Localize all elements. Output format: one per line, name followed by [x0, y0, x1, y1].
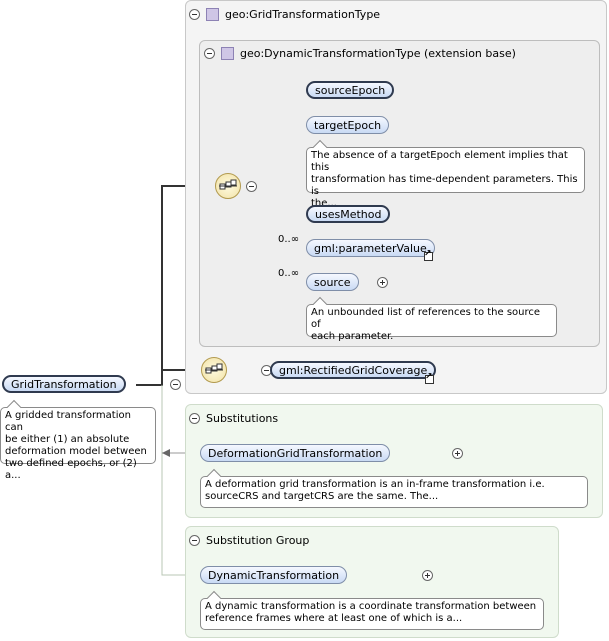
substitution-group-label: Substitution Group — [206, 534, 310, 547]
dynamic-transformation-documentation: A dynamic transformation is a coordinate… — [200, 590, 544, 630]
root-documentation: A gridded transformation can be either (… — [0, 399, 156, 481]
element-source-epoch[interactable]: sourceEpoch — [306, 81, 395, 99]
dynamic-transformation-type-label: geo:DynamicTransformationType (extension… — [240, 47, 516, 60]
collapse-icon[interactable] — [204, 48, 215, 59]
complex-type-icon — [221, 47, 234, 60]
expand-icon[interactable] — [376, 277, 388, 288]
sequence-compositor-icon[interactable] — [201, 357, 227, 383]
element-rectified-grid-coverage[interactable]: gml:RectifiedGridCoverage — [270, 361, 437, 379]
parameter-value-occurrence: 0..∞ — [278, 234, 300, 245]
collapse-icon[interactable] — [246, 181, 257, 192]
grid-transformation-type-header: geo:GridTransformationType — [189, 8, 380, 21]
grid-transformation-type-label: geo:GridTransformationType — [225, 8, 381, 21]
collapse-icon[interactable] — [189, 535, 200, 546]
element-dynamic-transformation[interactable]: DynamicTransformation — [200, 566, 348, 584]
expand-icon[interactable] — [421, 570, 433, 581]
substitution-group-header: Substitution Group — [189, 534, 309, 547]
reference-link-icon[interactable] — [425, 372, 434, 384]
target-epoch-documentation: The absence of a targetEpoch element imp… — [306, 139, 585, 209]
element-uses-method[interactable]: usesMethod — [306, 205, 391, 223]
collapse-icon[interactable] — [169, 379, 181, 390]
source-documentation: An unbounded list of references to the s… — [306, 296, 557, 342]
sequence-compositor-icon[interactable] — [215, 173, 241, 199]
element-parameter-value[interactable]: gml:parameterValue — [306, 239, 435, 257]
substitutions-header: Substitutions — [189, 412, 278, 425]
collapse-icon[interactable] — [189, 413, 200, 424]
element-source[interactable]: source — [306, 273, 359, 291]
substitutions-label: Substitutions — [206, 412, 279, 425]
root-element-grid-transformation[interactable]: GridTransformation — [2, 375, 126, 393]
dynamic-transformation-type-panel — [199, 40, 600, 347]
collapse-icon[interactable] — [189, 9, 200, 20]
complex-type-icon — [206, 8, 219, 21]
source-occurrence: 0..∞ — [278, 268, 300, 279]
expand-icon[interactable] — [452, 448, 463, 459]
deformation-grid-transformation-documentation: A deformation grid transformation is an … — [200, 468, 588, 508]
element-deformation-grid-transformation[interactable]: DeformationGridTransformation — [200, 444, 391, 462]
dynamic-transformation-type-header: geo:DynamicTransformationType (extension… — [204, 47, 516, 60]
reference-link-icon[interactable] — [424, 249, 433, 261]
element-target-epoch[interactable]: targetEpoch — [306, 116, 390, 134]
